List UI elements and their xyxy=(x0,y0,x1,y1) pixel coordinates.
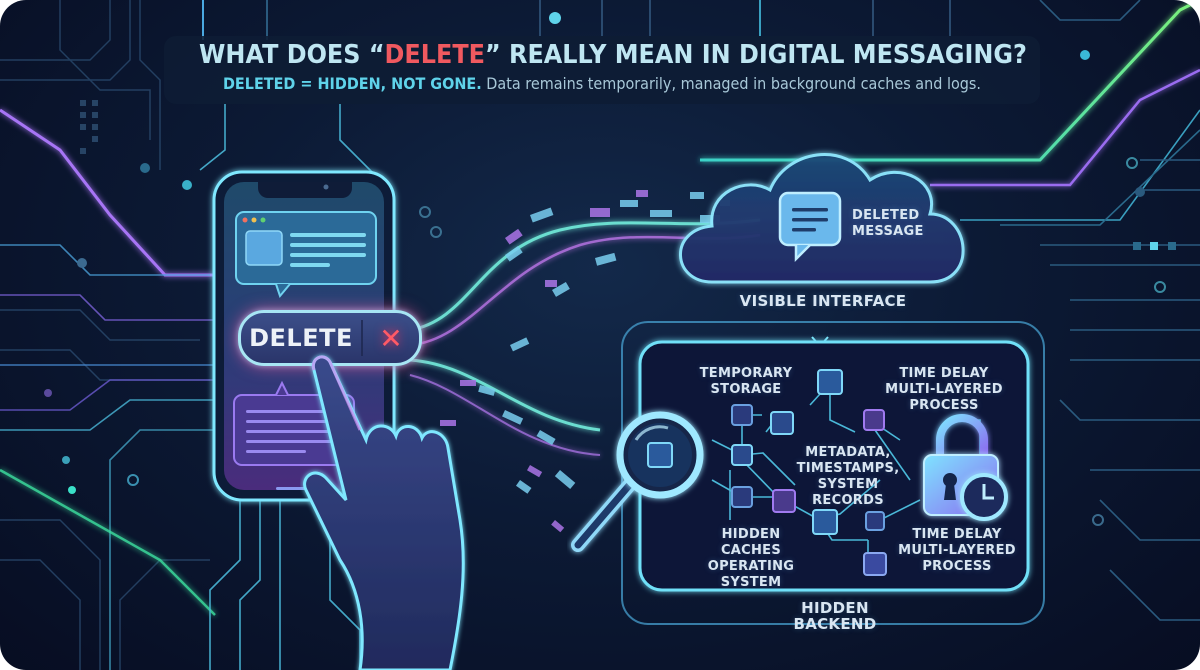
time-delay-top-label: TIME DELAY MULTI-LAYERED PROCESS xyxy=(885,366,1003,413)
magnifying-glass-icon xyxy=(571,411,704,552)
page-title: WHAT DOES “DELETE” REALLY MEAN IN DIGITA… xyxy=(199,40,1027,70)
lock-clock-icon xyxy=(923,414,1008,521)
page-subtitle: DELETED = HIDDEN, NOT GONE. Data remains… xyxy=(208,74,996,93)
subtitle-lead: DELETED = HIDDEN, NOT GONE. xyxy=(222,74,482,93)
metadata-label: METADATA, TIMESTAMPS, SYSTEM RECORDS xyxy=(796,445,900,508)
time-delay-bottom-label: TIME DELAY MULTI-LAYERED PROCESS xyxy=(898,527,1016,574)
title-accent-word: DELETE xyxy=(384,40,485,70)
data-stream xyxy=(409,190,761,533)
hidden-caches-label: HIDDEN CACHES OPERATING SYSTEM xyxy=(707,527,795,590)
button-divider xyxy=(361,320,363,356)
backend-panel xyxy=(621,318,1045,625)
deleted-message-label: DELETED MESSAGE xyxy=(852,208,924,239)
visible-interface-label: VISIBLE INTERFACE xyxy=(739,292,907,310)
temporary-storage-label: TEMPORARY STORAGE xyxy=(699,366,793,397)
hidden-backend-label: HIDDEN BACKEND xyxy=(793,599,877,633)
cloud-icon xyxy=(679,153,965,284)
delete-button-label: DELETE xyxy=(249,324,353,352)
title-banner: WHAT DOES “DELETE” REALLY MEAN IN DIGITA… xyxy=(164,36,1040,104)
delete-button[interactable]: DELETE ✕ xyxy=(238,310,422,366)
close-x-icon: ✕ xyxy=(379,321,403,355)
pointing-hand-icon xyxy=(303,355,465,670)
subtitle-body: Data remains temporarily, managed in bac… xyxy=(481,74,982,93)
